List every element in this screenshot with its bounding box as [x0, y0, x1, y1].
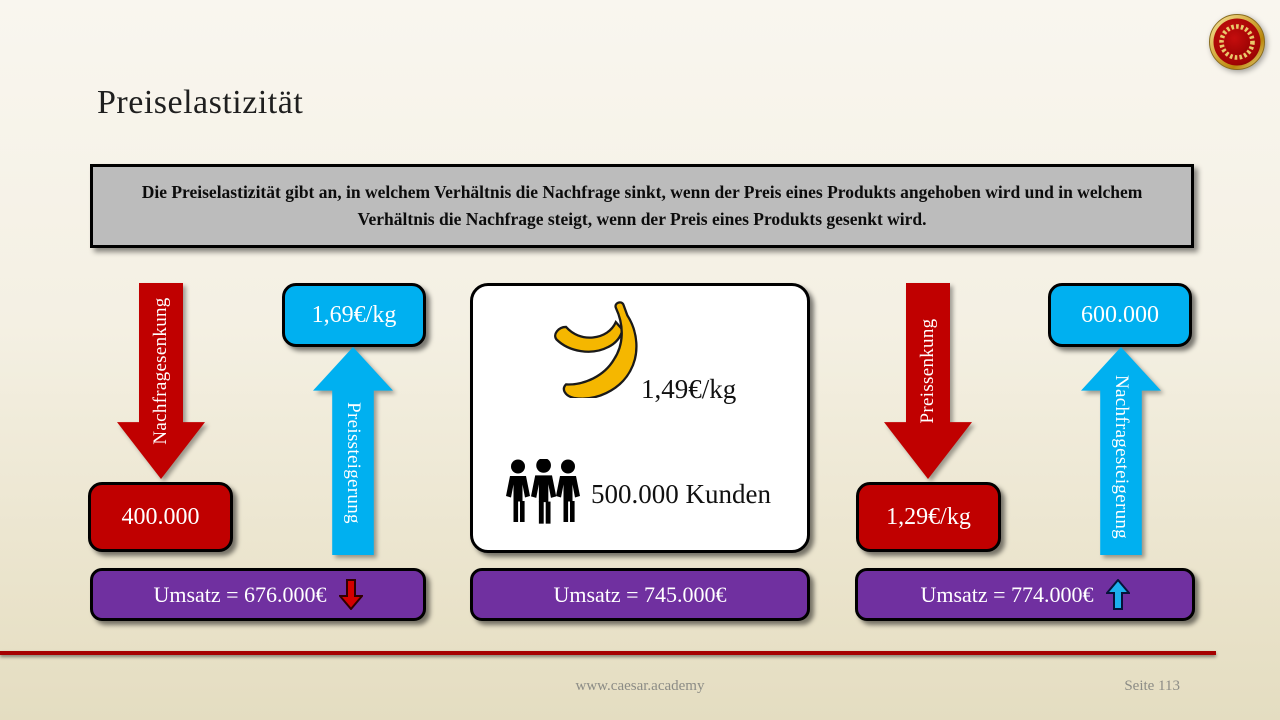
revenue-value-left: Umsatz = 676.000€ [153, 581, 327, 607]
new-price-value-right: 1,29€/kg [886, 503, 971, 530]
new-demand-value-left: 400.000 [121, 503, 200, 530]
price-increase-arrow-icon: Preissteigerung [313, 347, 393, 555]
banana-icon [554, 301, 638, 398]
price-increase-label: Preissteigerung [343, 402, 364, 525]
price-decrease-arrow-icon: Preissenkung [884, 283, 972, 479]
trend-up-icon [1105, 579, 1130, 610]
page-title: Preiselastizität [97, 84, 304, 121]
new-price-value-left: 1,69€/kg [311, 301, 397, 328]
definition-box: Die Preiselastizität gibt an, in welchem… [90, 164, 1194, 248]
revenue-value-right: Umsatz = 774.000€ [920, 581, 1094, 607]
new-demand-box-right: 600.000 [1048, 283, 1192, 347]
revenue-value-center: Umsatz = 745.000€ [553, 581, 727, 607]
footer-page-number: Seite 113 [1124, 678, 1180, 694]
revenue-box-right: Umsatz = 774.000€ [855, 568, 1195, 621]
revenue-box-left: Umsatz = 676.000€ [90, 568, 426, 621]
caesar-academy-logo-icon [1209, 14, 1265, 70]
price-decrease-label: Preissenkung [917, 318, 938, 424]
new-price-box-left: 1,69€/kg [282, 283, 426, 347]
footer-divider [0, 651, 1216, 655]
new-demand-box-left: 400.000 [88, 482, 233, 552]
product-card: 1,49€/kg 500.000 Ku [470, 283, 810, 553]
current-price-text: 1,49€/kg [641, 374, 737, 404]
demand-increase-arrow-icon: Nachfragesteigerung [1081, 347, 1161, 555]
revenue-box-center: Umsatz = 745.000€ [470, 568, 810, 621]
demand-decrease-arrow-icon: Nachfragesenkung [117, 283, 205, 479]
definition-text: Die Preiselastizität gibt an, in welchem… [141, 181, 1143, 229]
demand-increase-label: Nachfragesteigerung [1111, 375, 1132, 540]
people-icon [506, 459, 580, 524]
customers-text: 500.000 Kunden [591, 479, 771, 509]
new-demand-value-right: 600.000 [1081, 301, 1159, 328]
trend-down-icon [338, 579, 363, 610]
new-price-box-right: 1,29€/kg [856, 482, 1001, 552]
footer-website: www.caesar.academy [575, 678, 705, 694]
demand-decrease-label: Nachfragesenkung [150, 297, 171, 445]
